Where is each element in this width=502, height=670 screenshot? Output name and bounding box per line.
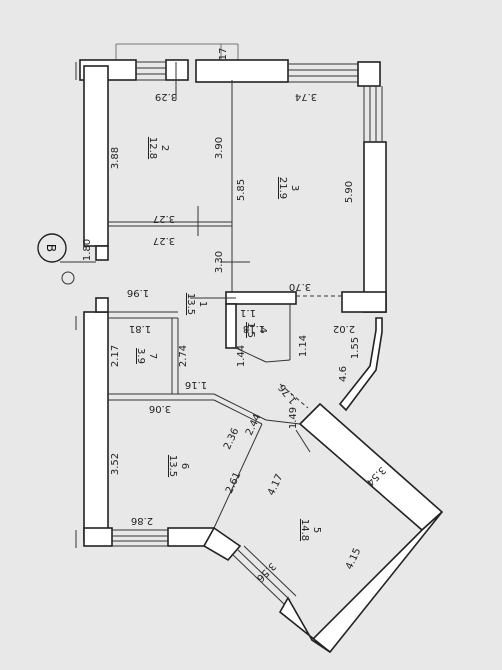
dim-2-17: 2.17 <box>110 345 121 367</box>
room-1-area: 13.5 <box>185 293 196 315</box>
dim-1-49: 1.49 <box>288 407 299 429</box>
room-2-area: 12.8 <box>147 137 158 159</box>
dim-2-86: 2.86 <box>131 515 153 526</box>
section-lines <box>60 62 311 453</box>
dim-1-55: 1.55 <box>350 337 361 359</box>
dim-3-90: 3.90 <box>214 137 225 159</box>
dim-3-29: 3.29 <box>155 91 177 102</box>
axis-marker: В <box>37 233 75 285</box>
dim-2-74: 2.74 <box>178 345 189 367</box>
dim-3-52: 3.52 <box>110 453 121 475</box>
room-6-id: 6 <box>179 463 190 469</box>
dim-5-90: 5.90 <box>344 181 355 203</box>
room-5-area: 14.8 <box>299 519 310 541</box>
room-5-id: 5 <box>311 527 322 533</box>
dim-3-06: 3.06 <box>149 403 171 414</box>
window-bottom-left <box>112 529 168 547</box>
dim-1-96: 1.96 <box>127 287 149 298</box>
dim-1-18: 1.18 <box>243 323 265 334</box>
room-3-area: 21.9 <box>277 177 288 199</box>
dim-1-80: 1.80 <box>82 239 93 261</box>
room-3-id: 3 <box>289 185 300 191</box>
dim-1-16: 1.16 <box>185 379 207 390</box>
room-4-area: 1.5 <box>245 322 256 338</box>
dim-3-27-a: 3.27 <box>153 213 175 224</box>
room-7-id: 7 <box>147 353 158 359</box>
dim-1-1: 1.1 <box>240 307 256 318</box>
window-room5 <box>231 545 297 605</box>
room-labels: 212.8 321.9 113.5 41.5 73.9 613.5 514.8 <box>135 137 322 541</box>
window-top-left <box>136 61 166 81</box>
interior-walls <box>108 80 342 529</box>
window-top-right <box>288 63 358 83</box>
dim-1-44: 1.44 <box>236 345 247 367</box>
exterior-walls <box>79 59 444 654</box>
windows <box>112 61 383 605</box>
dim-3-70: 3.70 <box>289 281 311 292</box>
dim-3-74: 3.74 <box>295 91 317 102</box>
window-right <box>363 86 383 142</box>
dim-3-27-b: 3.27 <box>153 235 175 246</box>
room-6-area: 13.5 <box>167 455 178 477</box>
dim-2-02: 2.02 <box>333 323 355 334</box>
dim-5-85: 5.85 <box>236 179 247 201</box>
room-4-id: 4 <box>257 327 268 333</box>
dim-4-6: 4.6 <box>338 366 349 382</box>
dim-3-30: 3.30 <box>214 251 225 273</box>
axis-marker-label: В <box>44 244 58 252</box>
dim-1-14: 1.14 <box>298 335 309 357</box>
room-2-id: 2 <box>159 145 170 151</box>
dim-3-88: 3.88 <box>110 147 121 169</box>
room-7-area: 3.9 <box>135 348 146 364</box>
top-mark: 17 <box>218 48 229 61</box>
room-1-id: 1 <box>197 301 208 307</box>
dim-1-81: 1.81 <box>129 323 151 334</box>
balcony-top <box>115 43 239 62</box>
